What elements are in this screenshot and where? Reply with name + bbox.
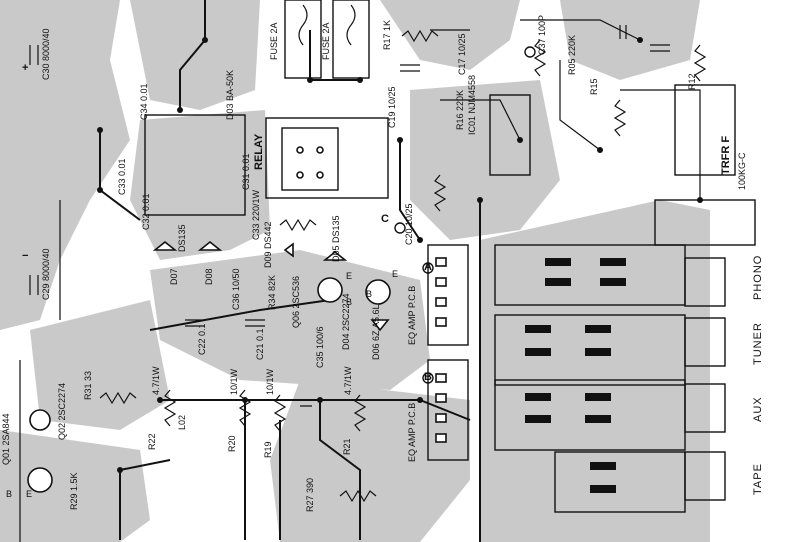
label-r20: R20: [227, 435, 237, 452]
label-value-10-b: 10/1W: [265, 368, 275, 395]
label-r21: R21: [342, 438, 352, 455]
label-c33: C33 0.01: [117, 158, 127, 195]
marker-c: C: [381, 213, 389, 225]
marker-plus: +: [22, 62, 29, 74]
marker-b3: B: [6, 489, 13, 499]
label-c20: C20 10/25: [404, 203, 414, 245]
label-value-47-b: 4.7/1W: [343, 366, 353, 395]
label-c17: C17 10/25: [457, 33, 467, 75]
label-relay: RELAY: [253, 133, 265, 170]
solder-pads: [97, 37, 703, 473]
label-fuse-2: FUSE 2A: [321, 22, 331, 60]
jack-tuner: TUNER: [752, 322, 764, 365]
label-q06: Q06 2SC536: [291, 275, 301, 328]
label-fuse-1: FUSE 2A: [269, 22, 279, 60]
label-d05: D05 DS135: [331, 215, 341, 262]
marker-b: B: [424, 371, 432, 383]
label-c19: C19 10/25: [387, 86, 397, 128]
label-trfr-value: 100KG-C: [737, 152, 747, 190]
label-c33b: C33 220/1W: [251, 189, 261, 240]
label-r34: R34 82K: [267, 274, 277, 310]
label-d06: D06 6Z,A5.6L: [371, 304, 381, 360]
label-c22: C22 0.1: [197, 323, 207, 355]
relay-block: [265, 117, 389, 199]
label-ic01: IC01 NJM4558: [467, 74, 477, 135]
label-c32: C32 0.01: [141, 193, 151, 230]
label-r15: R15: [589, 78, 599, 95]
jack-aux: AUX: [752, 396, 764, 422]
label-l02: L02: [177, 414, 187, 430]
transistors: [27, 277, 391, 493]
label-c34: C34 0.01: [139, 83, 149, 120]
label-c29: C29 8000/40: [41, 248, 51, 300]
label-r17: R17 1K: [382, 19, 392, 50]
marker-e2: E: [392, 269, 399, 279]
label-d07: D07: [169, 268, 179, 285]
marker-e3: E: [26, 489, 33, 499]
diodes: [152, 240, 390, 332]
label-q02: Q02 2SC2274: [57, 382, 67, 440]
label-eq-pcb-a: EQ AMP P.C.B: [407, 285, 417, 345]
label-c31: C31 0.01: [241, 153, 251, 190]
marker-e1: E: [346, 271, 353, 281]
label-c35: C35 100/6: [315, 326, 325, 368]
label-value-47-a: 4.7/1W: [151, 366, 161, 395]
label-r27: R27 390: [305, 477, 315, 512]
label-r16: R16 220K: [455, 89, 465, 130]
label-c36: C36 10/50: [231, 268, 241, 310]
label-ds135: DS135: [177, 224, 187, 252]
label-eq-pcb-b: EQ AMP P.C.B: [407, 402, 417, 462]
marker-minus: −: [22, 250, 29, 262]
eq-connectors: [427, 244, 469, 461]
label-c21: C21 0.1: [255, 328, 265, 360]
marker-b2: B: [366, 289, 373, 299]
marker-b1: B: [346, 297, 353, 307]
label-r31: R31 33: [83, 370, 93, 400]
resistors: [99, 29, 707, 503]
jack-tape: TAPE: [752, 463, 764, 495]
jack-phono: PHONO: [752, 254, 764, 300]
label-value-10-a: 10/1W: [229, 368, 239, 395]
fuses: [284, 0, 370, 79]
ic-block: [144, 94, 531, 216]
label-r12: R12: [687, 73, 697, 90]
marker-a: A: [424, 261, 432, 273]
traces: [19, 0, 701, 542]
selector-switches: [494, 84, 756, 513]
label-d09: D09 DS442: [263, 221, 273, 268]
label-r29: R29 1.5K: [69, 472, 79, 510]
capacitors: [29, 25, 670, 407]
label-trfr: TRFR F: [720, 135, 732, 175]
label-r19: R19: [263, 441, 273, 458]
label-c30: C30 8000/40: [41, 28, 51, 80]
label-c37: C37 100P: [537, 14, 547, 55]
label-q01: Q01 2SA844: [1, 413, 11, 465]
label-d03: D03 BA-50K: [225, 69, 235, 120]
label-r05: R05 220K: [567, 34, 577, 75]
copper-areas: [0, 0, 710, 542]
label-d08: D08: [204, 268, 214, 285]
label-r22: R22: [147, 433, 157, 450]
